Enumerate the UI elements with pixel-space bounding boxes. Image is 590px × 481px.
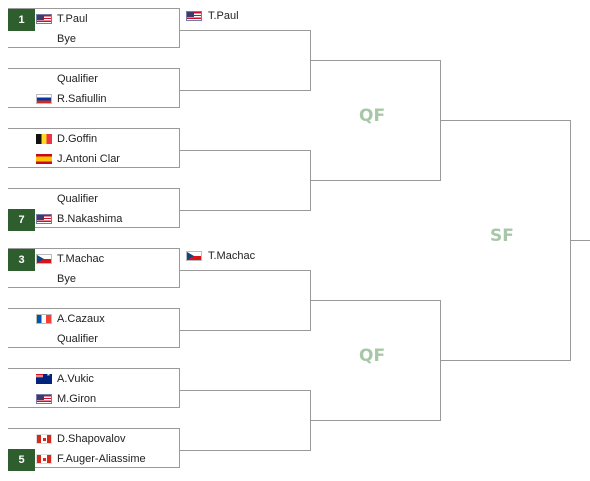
player-name: J.Antoni Clar — [57, 153, 120, 165]
seed-badge: 3 — [8, 249, 35, 271]
player-name: Qualifier — [57, 73, 98, 85]
connector-line — [570, 240, 590, 241]
player-name: Bye — [57, 273, 76, 285]
match-1: 1 T.Paul Bye — [8, 8, 180, 48]
round-label-qf: QF — [359, 346, 386, 366]
usa-flag-icon — [36, 214, 52, 224]
player-name: T.Paul — [57, 13, 88, 25]
spain-flag-icon — [36, 154, 52, 164]
player-name: D.Goffin — [57, 133, 98, 145]
match-5: 3 T.Machac Bye — [8, 248, 180, 288]
player-name: B.Nakashima — [57, 213, 123, 225]
match-2: Qualifier R.Safiullin — [8, 68, 180, 108]
connector-line — [180, 390, 310, 391]
france-flag-icon — [36, 314, 52, 324]
player-name: A.Cazaux — [57, 313, 105, 325]
connector-line — [310, 60, 440, 61]
match-8: D.Shapovalov 5 F.Auger-Aliassime — [8, 428, 180, 471]
connector-line — [180, 450, 310, 451]
connector-line — [440, 120, 570, 121]
connector-line — [180, 90, 310, 91]
player-name: R.Safiullin — [57, 93, 107, 105]
belgium-flag-icon — [36, 134, 52, 144]
player-name: T.Machac — [57, 253, 105, 265]
match-3: D.Goffin J.Antoni Clar — [8, 128, 180, 168]
connector-line — [310, 180, 440, 181]
player-name: T.Machac — [208, 250, 256, 262]
player-name: F.Auger-Aliassime — [57, 453, 146, 465]
player-name: Qualifier — [57, 193, 98, 205]
seed-badge: 5 — [8, 449, 35, 471]
usa-flag-icon — [36, 14, 52, 24]
match-4: Qualifier 7 B.Nakashima — [8, 188, 180, 231]
player-name: D.Shapovalov — [57, 433, 126, 445]
round-label-sf: SF — [490, 226, 514, 246]
connector-line — [310, 300, 440, 301]
australia-flag-icon — [36, 372, 52, 384]
player-name: A.Vukic — [57, 373, 94, 385]
connector-line — [180, 330, 310, 331]
connector-line — [180, 150, 310, 151]
usa-flag-icon — [36, 394, 52, 404]
canada-flag-icon — [36, 434, 52, 444]
russia-flag-icon — [36, 94, 52, 104]
player-name: Qualifier — [57, 333, 98, 345]
connector-line — [180, 30, 310, 31]
seed-badge: 1 — [8, 9, 35, 31]
player-name: M.Giron — [57, 393, 97, 405]
match-7: A.Vukic M.Giron — [8, 368, 180, 408]
player-name: Bye — [57, 33, 76, 45]
match-6: A.Cazaux Qualifier — [8, 308, 180, 348]
connector-line — [440, 360, 570, 361]
round-label-qf: QF — [359, 106, 386, 126]
usa-flag-icon — [186, 11, 202, 21]
czech-flag-icon — [36, 254, 52, 264]
canada-flag-icon — [36, 454, 52, 464]
connector-line — [180, 270, 310, 271]
connector-line — [310, 420, 440, 421]
seed-badge: 7 — [8, 209, 35, 231]
connector-line — [180, 210, 310, 211]
player-name: T.Paul — [208, 10, 239, 22]
czech-flag-icon — [186, 251, 202, 261]
